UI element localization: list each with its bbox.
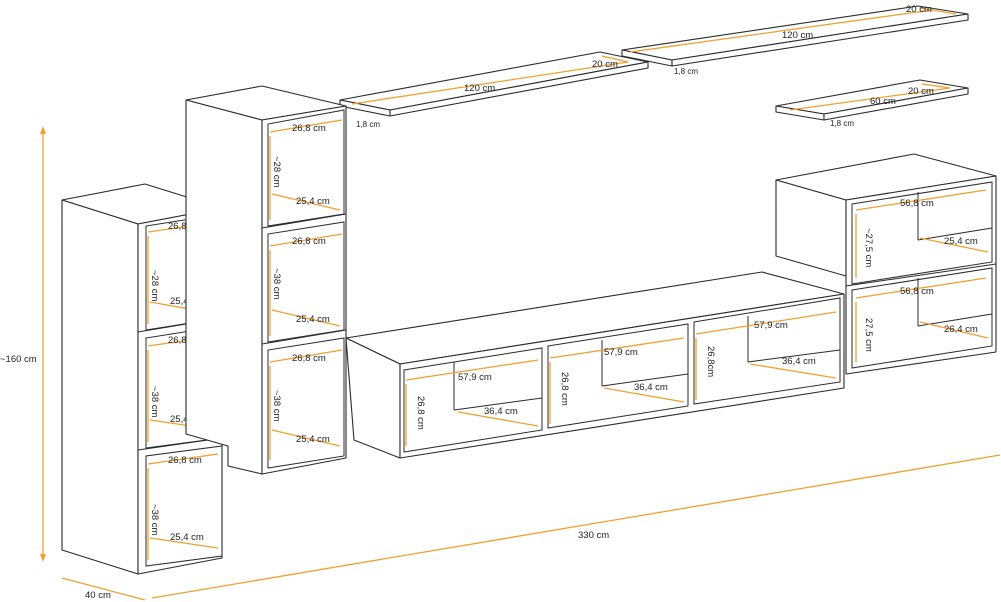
mid-c3-height: ~38 cm (271, 390, 282, 422)
tv-c3-width: 57,9 cm (754, 320, 788, 331)
right-c2-width: 56,8 cm (900, 286, 934, 297)
right-c2-depth: 26,4 cm (944, 324, 978, 335)
left-c1-width: 26,8 cm (168, 221, 202, 232)
mid-c3-width: 26,8 cm (292, 353, 326, 364)
shelf-top-right-length: 120 cm (782, 30, 813, 41)
tv-c2-height: 26,8 cm (559, 372, 570, 406)
tv-unit: 57,9 cm 26,8 cm 36,4 cm 57,9 cm 26,8 cm … (345, 271, 845, 459)
left-c1-height: ~28 cm (149, 270, 160, 302)
overall-height-dimension: ~160 cm (0, 126, 46, 562)
mid-c1-width: 26,8 cm (292, 123, 326, 134)
overall-width-dimension: 330 cm (151, 454, 1001, 599)
right-c1-height: ~27,5 cm (863, 228, 874, 267)
overall-depth-dimension: 40 cm (61, 577, 146, 601)
shelf-top-right-depth: 20 cm (906, 4, 932, 15)
tv-c2-depth: 36,4 cm (634, 382, 668, 393)
overall-depth-label: 40 cm (85, 590, 111, 601)
shelf-small-length: 60 cm (870, 96, 896, 107)
shelf-top-left-length: 120 cm (464, 83, 495, 94)
right-c1-depth: 25,4 cm (944, 236, 978, 247)
left-c3-height: ~38 cm (149, 504, 160, 536)
tv-c1-width: 57,9 cm (458, 372, 492, 383)
tv-c3-depth: 36,4 cm (782, 356, 816, 367)
mid-c1-height: ~28 cm (271, 156, 282, 188)
left-c2-width: 26,8 cm (168, 335, 202, 346)
shelf-top-right-thickness: 1,8 cm (674, 67, 698, 76)
mid-c2-width: 26,8 cm (292, 236, 326, 247)
left-c3-width: 26,8 cm (168, 455, 202, 466)
overall-height-label: ~160 cm (0, 354, 37, 365)
tv-c3-height: 26,8cm (705, 346, 716, 377)
right-c2-height: 27,5 cm (863, 318, 874, 352)
mid-c3-depth: 25,4 cm (296, 434, 330, 445)
left-c3-depth: 25,4 cm (170, 532, 204, 543)
shelf-top-right: 120 cm 20 cm 1,8 cm (621, 4, 969, 76)
tv-c1-height: 26,8 cm (415, 396, 426, 430)
shelf-small: 60 cm 20 cm 1,8 cm (775, 79, 969, 128)
middle-cabinet: 26,8 cm ~28 cm 25,4 cm 26,8 cm ~38 cm 25… (185, 85, 347, 475)
tv-c1-depth: 36,4 cm (484, 406, 518, 417)
right-cabinet: 56,8 cm ~27,5 cm 25,4 cm 56,8 cm 27,5 cm… (775, 153, 997, 375)
mid-c2-depth: 25,4 cm (296, 314, 330, 325)
mid-c1-depth: 25,4 cm (296, 196, 330, 207)
left-c2-height: ~38 cm (149, 386, 160, 418)
shelf-top-left: 120 cm 20 cm 1,8 cm (339, 51, 649, 129)
tv-c2-width: 57,9 cm (604, 347, 638, 358)
shelf-small-depth: 20 cm (908, 86, 934, 97)
shelf-top-left-thickness: 1,8 cm (356, 120, 380, 129)
overall-width-label: 330 cm (578, 530, 609, 541)
shelf-small-thickness: 1,8 cm (830, 119, 854, 128)
right-c1-width: 56,8 cm (900, 198, 934, 209)
mid-c2-height: ~38 cm (271, 268, 282, 300)
shelf-top-left-depth: 20 cm (592, 59, 618, 70)
